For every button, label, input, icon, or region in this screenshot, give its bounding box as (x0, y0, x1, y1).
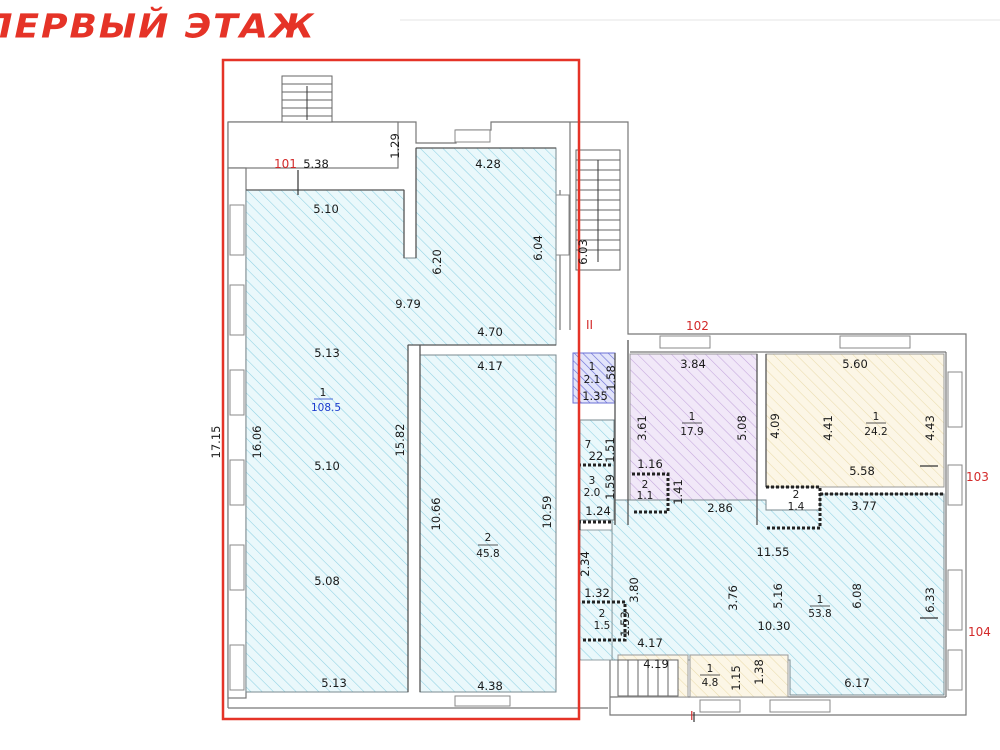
dimension: 4.09 (768, 413, 782, 439)
marker-ii: II (586, 318, 593, 332)
dimension: 1.59 (603, 474, 617, 500)
dimension: 22 (589, 449, 604, 463)
room-area: 2.0 (584, 487, 601, 499)
dimension: 6.04 (531, 235, 545, 261)
room-num: 7 (585, 439, 592, 451)
dimension: 3.77 (851, 499, 877, 513)
dimension: 6.03 (576, 239, 590, 265)
dimension: 1.24 (585, 504, 611, 518)
dimension: 2.86 (707, 501, 733, 515)
room-area: 1.4 (788, 501, 805, 513)
dimension: 5.38 (303, 157, 329, 171)
dimension: 4.17 (477, 359, 503, 373)
dimension: 3.84 (680, 357, 706, 371)
room-area: 53.8 (808, 608, 831, 620)
room-num: 2 (485, 532, 492, 544)
room-num: 3 (589, 475, 596, 487)
dimension: 17.15 (209, 426, 223, 459)
room-area: 1.5 (594, 620, 611, 632)
dimension: 5.58 (849, 464, 875, 478)
dimension: 10.59 (540, 496, 554, 529)
dashed-walls (578, 463, 944, 642)
room-stair-strip (579, 419, 615, 521)
stairs-top (281, 75, 679, 697)
dimension: 10.30 (758, 619, 791, 633)
dimension: 1.16 (637, 457, 663, 471)
marker-101: 101 (274, 157, 297, 171)
dimension: 4.41 (821, 415, 835, 441)
dimension: 4.28 (475, 157, 501, 171)
room-beige (765, 353, 945, 488)
marker-103: 103 (966, 470, 989, 484)
dimension: 5.16 (771, 583, 785, 609)
dimension: 1.29 (388, 133, 402, 159)
dimension: 15.82 (393, 424, 407, 457)
room-purple (629, 353, 758, 526)
room-corridor (579, 529, 613, 661)
room-num: 1 (817, 594, 824, 606)
marker-102: 102 (686, 319, 709, 333)
dimension: 6.20 (430, 249, 444, 275)
dimension: 16.06 (250, 426, 264, 459)
room-area: 108.5 (311, 402, 341, 414)
dimension: 3.76 (726, 585, 740, 611)
room-num: 2 (793, 489, 800, 501)
dimension: 5.10 (313, 202, 339, 216)
dimension: 1.41 (671, 479, 685, 505)
dimension: 1.38 (752, 659, 766, 685)
dimension: 11.55 (757, 545, 790, 559)
dimension: 3.80 (627, 577, 641, 603)
dimension: 5.60 (842, 357, 868, 371)
dimension: 6.33 (923, 587, 937, 613)
dimension: 1.51 (603, 437, 617, 463)
windows-left (229, 129, 963, 713)
dimension: 1.32 (584, 586, 610, 600)
dimensions: 5.38 1.29 4.28 5.10 6.20 6.04 6.03 9.79 … (209, 133, 937, 693)
dimension: 4.19 (643, 657, 669, 671)
marker-i: I (690, 709, 694, 723)
dimension: 9.79 (395, 297, 421, 311)
marker-104: 104 (968, 625, 991, 639)
room-area: 24.2 (864, 426, 887, 438)
dimension: 6.08 (850, 583, 864, 609)
dimension: 3.61 (635, 415, 649, 441)
room-num: 2 (599, 608, 606, 620)
dimension: 1.15 (729, 665, 743, 691)
dimension: 4.17 (637, 636, 663, 650)
dimension: 4.38 (477, 679, 503, 693)
dimension: 5.08 (735, 415, 749, 441)
room-num: 1 (689, 411, 696, 423)
dimension: 5.08 (314, 574, 340, 588)
dimension: 10.66 (429, 498, 443, 531)
room-num: 1 (707, 663, 714, 675)
room-hall-2 (419, 354, 557, 693)
room-num: 1 (320, 387, 327, 399)
dimension: 4.70 (477, 325, 503, 339)
room-area: 17.9 (680, 426, 703, 438)
room-bottom-small (689, 654, 789, 698)
room-area: 2.1 (584, 374, 601, 386)
room-labels: 1 108.5 2 45.8 1 2.1 1 17.9 1 24.2 3 2.0… (311, 361, 888, 689)
dimension: 5.10 (314, 459, 340, 473)
dimension: 1.58 (604, 365, 618, 391)
dimension: 1.35 (582, 389, 608, 403)
dimension: 4.43 (923, 415, 937, 441)
room-area: 1.1 (637, 490, 654, 502)
room-num: 2 (642, 479, 649, 491)
room-area: 45.8 (476, 548, 499, 560)
dimension: 1.53 (618, 611, 632, 637)
dimension: 2.34 (578, 551, 592, 577)
interior-walls (246, 147, 767, 692)
dimension: 6.17 (844, 676, 870, 690)
room-area: 4.8 (702, 677, 719, 689)
dimension: 5.13 (314, 346, 340, 360)
dimension: 5.13 (321, 676, 347, 690)
room-num: 1 (589, 361, 596, 373)
selection-frame (221, 58, 581, 721)
room-num: 1 (873, 411, 880, 423)
